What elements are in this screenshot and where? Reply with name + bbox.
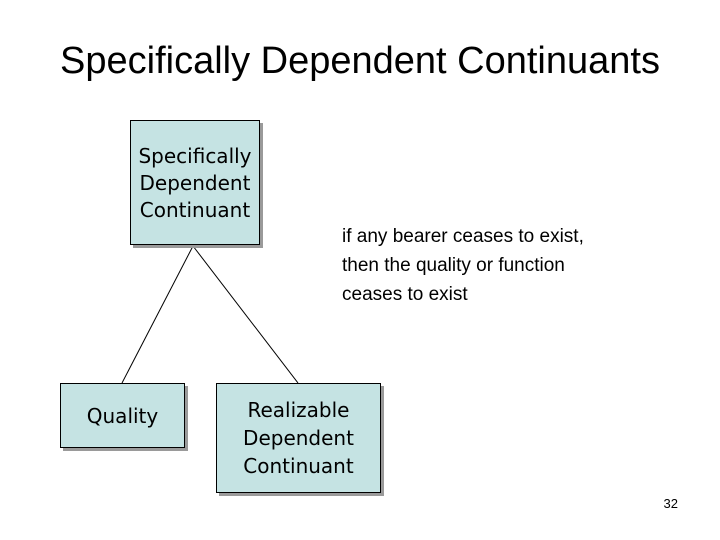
node-label: Realizable Dependent Continuant	[243, 398, 354, 478]
edge-root-to-realizable	[192, 245, 299, 384]
node-label: Specifically Dependent Continuant	[138, 144, 252, 222]
page-title: Specifically Dependent Continuants	[60, 40, 660, 82]
node-label: Quality	[86, 403, 159, 428]
node-realizable-dependent-continuant: Realizable Dependent Continuant	[216, 383, 381, 493]
node-quality: Quality	[60, 383, 185, 448]
edge-root-to-quality	[121, 245, 194, 384]
node-specifically-dependent-continuant: Specifically Dependent Continuant	[130, 120, 260, 245]
page-number: 32	[663, 496, 678, 511]
definition-note: if any bearer ceases to exist, then the …	[342, 226, 584, 305]
